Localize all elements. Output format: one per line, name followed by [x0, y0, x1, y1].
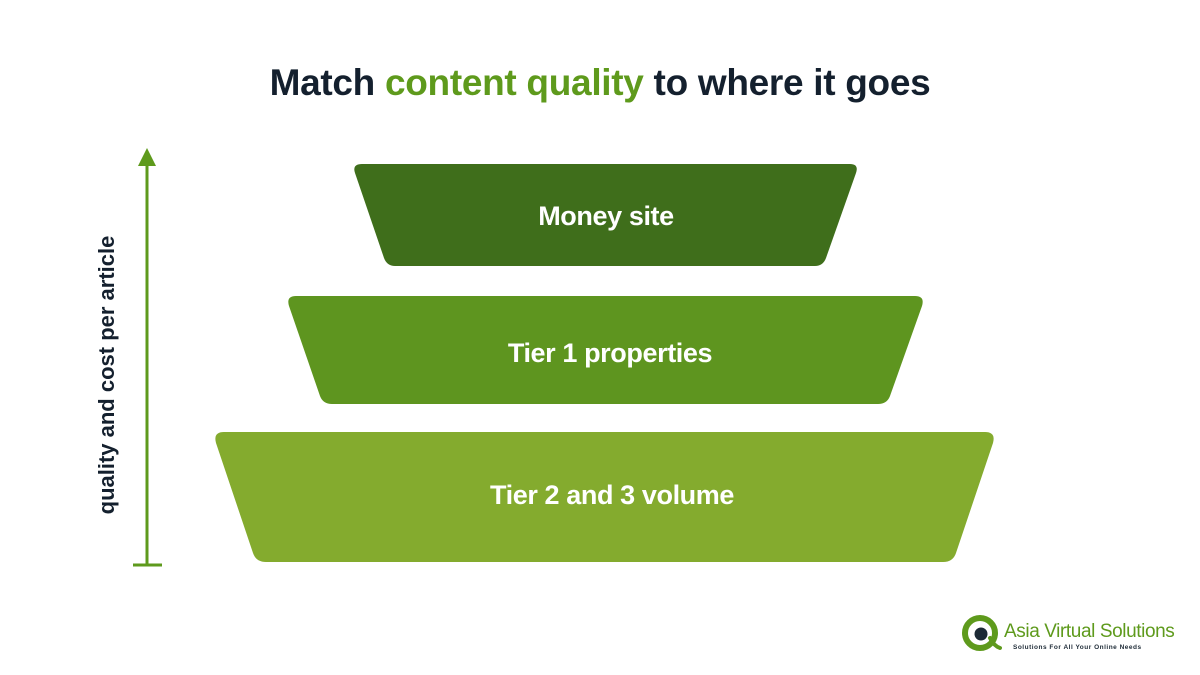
axis-arrowhead-icon [138, 148, 156, 166]
title-prefix: Match [269, 62, 385, 103]
tier-shape [288, 296, 923, 404]
title-suffix: to where it goes [643, 62, 931, 103]
title-highlight: content quality [384, 62, 644, 103]
tier-label: Tier 2 and 3 volume [490, 480, 734, 510]
tier-label: Tier 1 properties [508, 338, 712, 368]
quality-axis: quality and cost per article [94, 148, 162, 567]
page-title: Match content quality to where it goes [0, 62, 1200, 104]
tier-2-3-volume: Tier 2 and 3 volume [215, 432, 994, 562]
tier-1-properties: Tier 1 properties [288, 296, 923, 404]
tier-shape [215, 432, 994, 562]
tier-label: Money site [538, 201, 674, 231]
logo-name: Asia Virtual Solutions [1004, 621, 1175, 642]
axis-label: quality and cost per article [94, 236, 119, 515]
tier-money-site: Money site [354, 164, 857, 266]
tier-shape [354, 164, 857, 266]
logo-tagline: Solutions For All Your Online Needs [1013, 644, 1142, 651]
avs-logo-icon [962, 615, 1002, 651]
company-logo: Asia Virtual Solutions Solutions For All… [960, 612, 1175, 654]
